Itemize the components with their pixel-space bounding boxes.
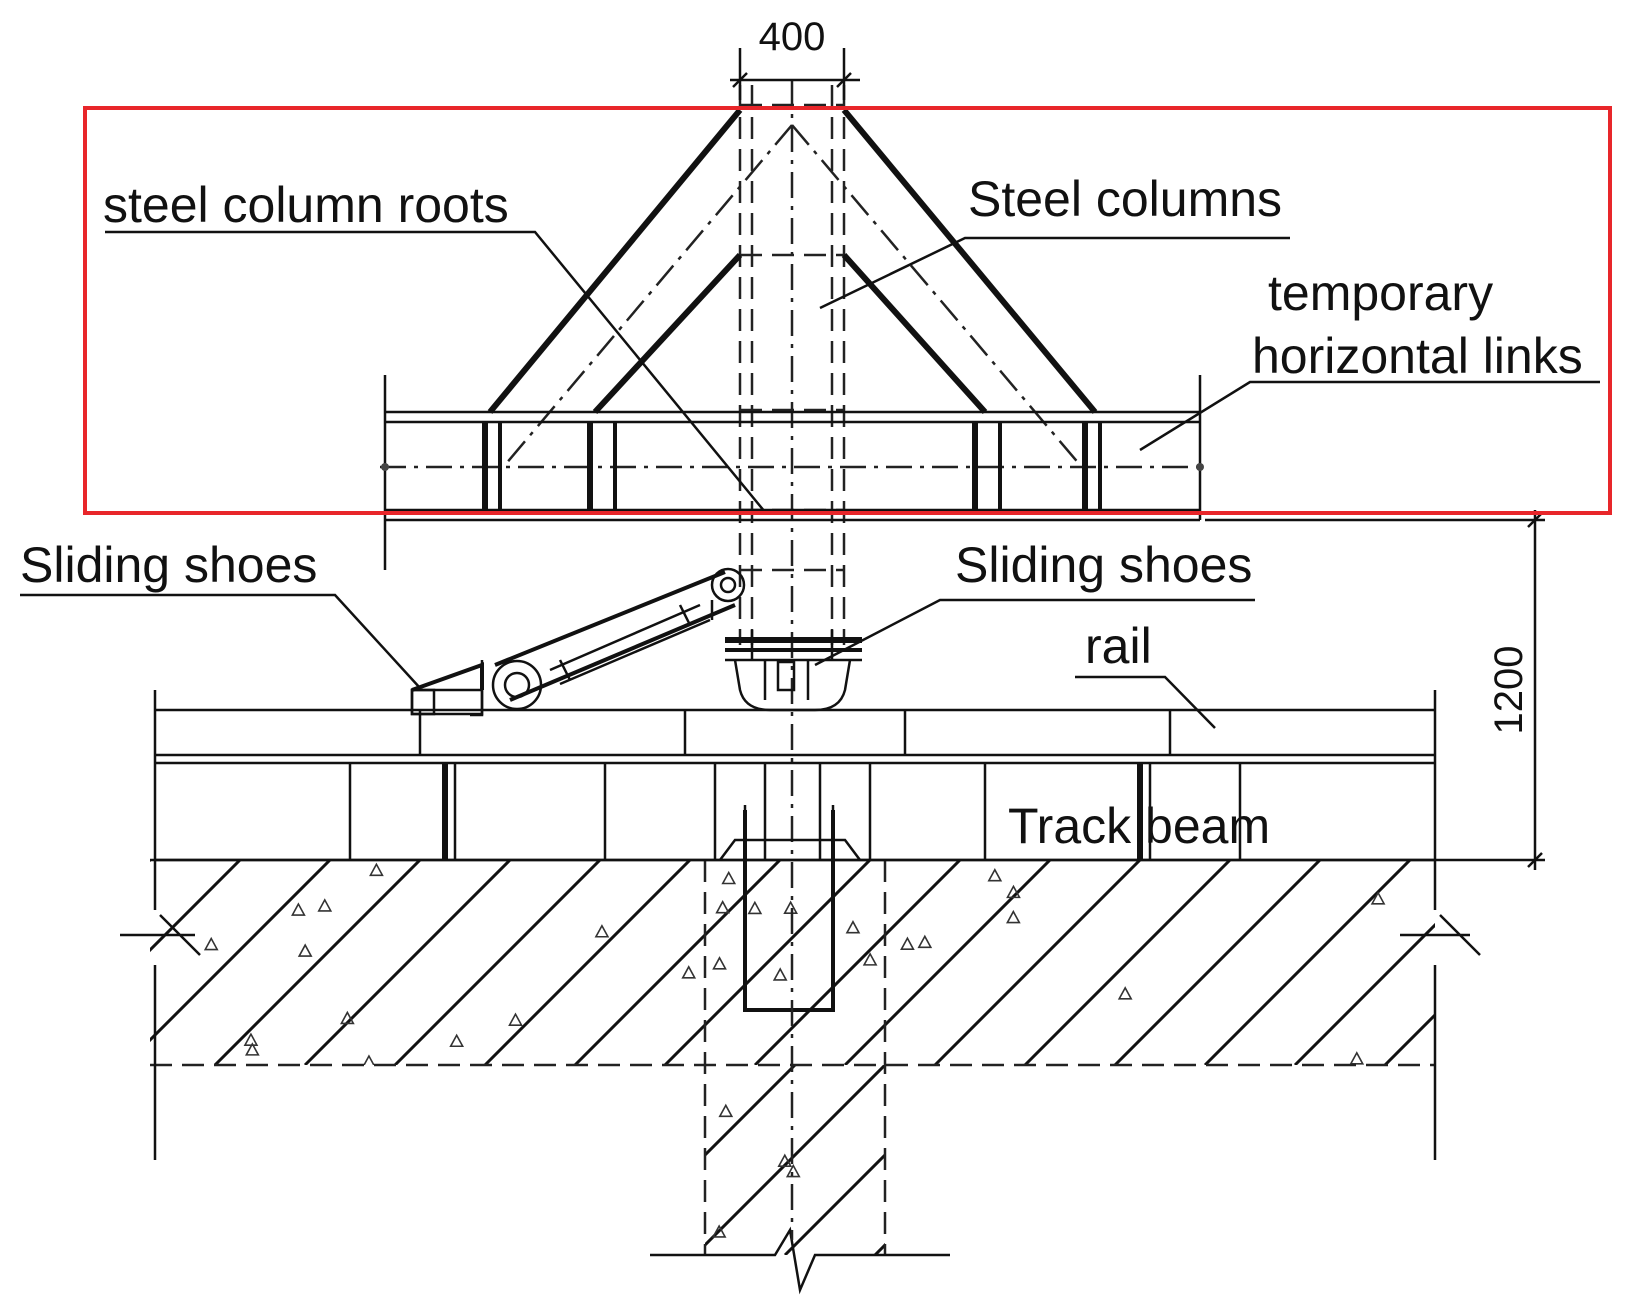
aggregate-mark [449, 1033, 465, 1048]
hatch-line [705, 1065, 707, 1068]
aggregate-mark [361, 1054, 377, 1065]
aggregate-mark [297, 943, 313, 957]
hatch-line [753, 860, 962, 1065]
aggregate-mark [1006, 909, 1021, 924]
hatch-line [705, 1065, 797, 1158]
hatch-line [933, 860, 1142, 1065]
track-beam [155, 708, 1435, 862]
label-steel-columns: Steel columns [968, 171, 1282, 227]
label-steel-column-roots: steel column roots [103, 177, 509, 233]
aggregate-mark [777, 1153, 793, 1168]
dimension-400: 400 [730, 15, 860, 100]
aggregate-mark [340, 1010, 355, 1025]
aggregate-mark [369, 862, 384, 877]
aggregate-mark [862, 952, 878, 966]
hatch-line [783, 1152, 885, 1255]
aggregate-mark [747, 900, 763, 915]
aggregate-mark [1117, 986, 1133, 1000]
aggregate-mark [715, 900, 731, 914]
hatch-line [1203, 860, 1412, 1065]
aggregate-mark [1370, 891, 1386, 905]
aggregate-mark [681, 965, 697, 979]
aggregate-mark [987, 868, 1003, 882]
hatch-line [1113, 860, 1322, 1065]
aggregate-mark [594, 924, 610, 938]
hatch-line [1055, 1065, 1245, 1255]
hatch-line [1565, 860, 1627, 1065]
aggregate-mark [917, 934, 933, 949]
aggregate-mark [317, 898, 333, 912]
hatch-line [303, 860, 512, 1065]
hatch-line [150, 860, 332, 1065]
hatch-line [573, 860, 782, 1065]
label-temporary: temporary [1268, 265, 1493, 321]
concrete-foundation [120, 80, 1627, 1295]
label-rail: rail [1085, 618, 1152, 674]
aggregate-mark [845, 920, 861, 934]
leader-lines [20, 230, 1600, 729]
label-horizontal-links: horizontal links [1252, 328, 1583, 384]
dimension-400-label: 400 [759, 15, 826, 59]
aggregate-mark [772, 967, 788, 981]
hatch-line [483, 860, 692, 1065]
hatch-line [150, 860, 242, 1065]
hatch-line [705, 1065, 885, 1248]
aggregate-mark [712, 956, 727, 970]
label-sliding-shoes-left: Sliding shoes [20, 537, 317, 593]
hatch-line [393, 860, 602, 1065]
steel-columns-inclined [487, 108, 1098, 466]
aggregate-mark [1006, 884, 1021, 899]
hatch-line [1475, 860, 1627, 1065]
hatch-line [213, 860, 422, 1065]
hatch-line [1023, 860, 1232, 1065]
sliding-shoe-right [725, 630, 862, 712]
hatch-line [965, 1065, 1155, 1255]
temporary-horizontal-links [380, 375, 1205, 570]
aggregate-mark [718, 1103, 734, 1118]
hatch-line [1293, 860, 1435, 1065]
aggregate-mark [785, 1163, 801, 1178]
highlight-box [83, 106, 1612, 515]
aggregate-mark [508, 1012, 523, 1026]
hatch-line [1383, 860, 1435, 1065]
hatch-line [843, 860, 1052, 1065]
label-track-beam: Track beam [1008, 798, 1270, 854]
aggregate-mark [291, 902, 306, 916]
aggregate-mark [243, 1032, 259, 1046]
aggregate-mark [783, 900, 798, 914]
aggregate-mark [711, 1224, 727, 1238]
dimension-1200-label: 1200 [1487, 646, 1531, 735]
hatch-line [663, 860, 872, 1065]
aggregate-mark [1349, 1051, 1365, 1065]
aggregate-mark [721, 870, 737, 885]
aggregate-mark [244, 1042, 260, 1056]
hatch-line [873, 1242, 885, 1255]
aggregate-mark [203, 936, 219, 951]
label-sliding-shoes-right: Sliding shoes [955, 537, 1252, 593]
aggregate-mark [900, 936, 915, 951]
sliding-shoe-left-jack [410, 567, 746, 717]
dimension-1200: 1200 [1205, 510, 1545, 870]
hatch-line [150, 860, 152, 1065]
